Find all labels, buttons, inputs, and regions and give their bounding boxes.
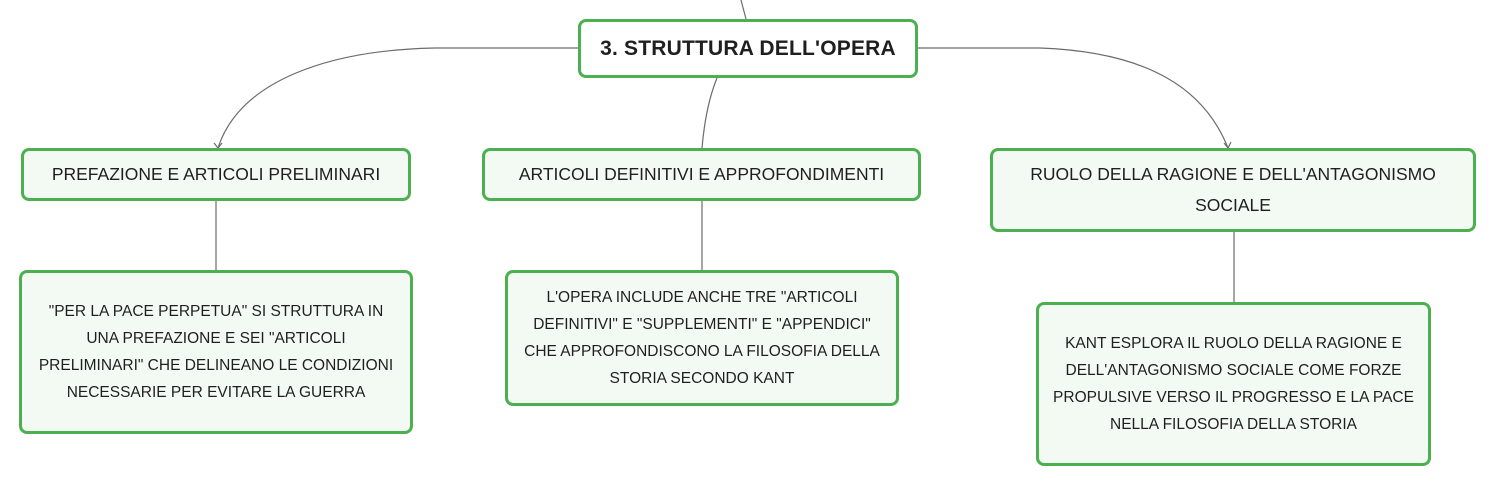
branch-title: RUOLO DELLA RAGIONE E DELL'ANTAGONISMO S… (1030, 164, 1436, 215)
detail-text: L'OPERA INCLUDE ANCHE TRE "ARTICOLI DEFI… (524, 289, 880, 387)
branch-title: PREFAZIONE E ARTICOLI PRELIMINARI (51, 164, 381, 184)
branch-node-prefazione[interactable]: PREFAZIONE E ARTICOLI PRELIMINARI (21, 148, 411, 201)
branch-node-articoli-definitivi[interactable]: ARTICOLI DEFINITIVI E APPROFONDIMENTI (482, 148, 921, 201)
connector-parent-to-root (740, 0, 747, 20)
connector-root-to-branch-2 (701, 77, 718, 149)
detail-text: "PER LA PACE PERPETUA" SI STRUTTURA IN U… (38, 303, 394, 401)
detail-text: KANT ESPLORA IL RUOLO DELLA RAGIONE E DE… (1053, 335, 1414, 433)
root-node[interactable]: 3. STRUTTURA DELL'OPERA (578, 19, 918, 78)
connector-root-to-branch-1 (217, 47, 578, 149)
branch-title: ARTICOLI DEFINITIVI E APPROFONDIMENTI (518, 164, 885, 184)
branch-node-ruolo-ragione[interactable]: RUOLO DELLA RAGIONE E DELL'ANTAGONISMO S… (990, 148, 1476, 232)
connector-root-to-branch-3 (918, 47, 1229, 149)
detail-node-ruolo-ragione[interactable]: KANT ESPLORA IL RUOLO DELLA RAGIONE E DE… (1036, 302, 1431, 466)
detail-node-prefazione[interactable]: "PER LA PACE PERPETUA" SI STRUTTURA IN U… (19, 270, 413, 434)
root-label: 3. STRUTTURA DELL'OPERA (600, 36, 896, 60)
detail-node-articoli-definitivi[interactable]: L'OPERA INCLUDE ANCHE TRE "ARTICOLI DEFI… (505, 270, 899, 406)
